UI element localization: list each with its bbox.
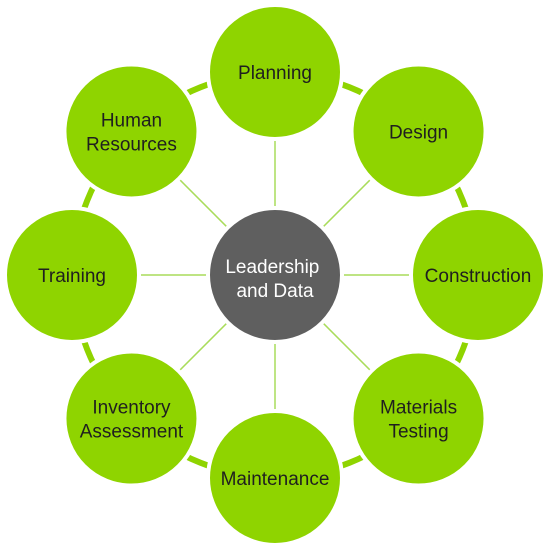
node-label-maintenance: Maintenance [221,469,330,490]
spoke-inventory-assessment [178,322,228,372]
node-label-line: Assessment [80,422,184,443]
spoke-materials-testing [322,322,372,372]
node-circle-human-resources [62,62,201,201]
node-circle-materials-testing [349,349,488,488]
center-node: Leadership and Data [206,206,344,344]
spokes [139,139,411,411]
center-label: Leadership and Data [225,257,324,302]
node-planning: Planning [206,3,344,141]
node-training: Training [3,206,141,344]
node-label-line: Resources [86,134,177,155]
node-label-line: Testing [388,422,448,443]
node-label-line: Inventory [92,398,171,419]
center-label-line-2: and Data [236,281,314,302]
node-circle-inventory-assessment [62,349,201,488]
center-circle [206,206,344,344]
node-label-line: Materials [380,398,457,419]
node-label-line: Maintenance [221,469,330,490]
node-circle-construction [409,206,547,344]
node-label-line: Design [389,122,448,143]
node-construction: Construction [409,206,547,344]
node-label-training: Training [38,266,106,287]
node-circle-design [349,62,488,201]
node-circle-training [3,206,141,344]
node-circle-planning [206,3,344,141]
center-label-line-1: Leadership [225,257,319,278]
node-design: Design [349,62,488,201]
node-label-construction: Construction [425,266,532,287]
spoke-design [322,178,372,228]
node-label-line: Planning [238,63,312,84]
node-label-line: Construction [425,266,532,287]
spoke-human-resources [178,178,228,228]
node-label-line: Training [38,266,106,287]
node-label-line: Human [101,110,162,131]
node-label-planning: Planning [238,63,312,84]
node-circle-maintenance [206,409,344,547]
node-maintenance: Maintenance [206,409,344,547]
node-label-design: Design [389,122,448,143]
